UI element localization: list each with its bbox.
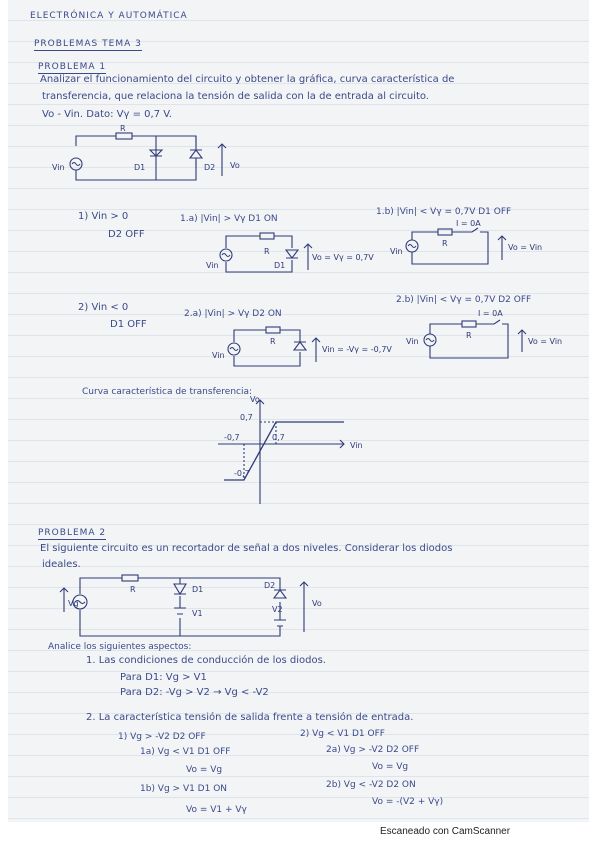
transfer-curve-graph: Vo Vin 0,7 -0,7 -0,7 0,7 [218,395,363,504]
circuit-1-d2-label: D2 [204,163,215,172]
circuit-1a-d1-label: D1 [274,261,285,270]
ac-source-icon [69,157,83,171]
condition-d1: Para D1: Vg > V1 [120,672,207,683]
case-1b-title: 1.b) |Vin| < Vγ = 0,7V D1 OFF [376,207,512,217]
circuit-1-vin-label: Vin [52,163,65,172]
right-case-2a: 2a) Vg > -V2 D2 OFF [326,745,420,755]
circuit-1b-r-label: R [442,239,448,248]
ac-source-icon [72,594,88,610]
case-2-state: D1 OFF [110,319,147,330]
circuit-1b-current-label: I = 0A [456,219,481,228]
resistor-r-icon [115,132,133,140]
case-1-condition: 1) Vin > 0 [78,211,129,222]
circuit-1a-vin-label: Vin [206,261,219,270]
circuit-2-v1-label: V1 [192,609,203,618]
circuit-2-diagram: Vg R D1 V1 D2 V2 Vo [59,574,322,637]
circuit-2-d2-label: D2 [264,581,275,590]
circuit-2-vg-label: Vg [68,599,79,608]
paper-sheet: ELECTRÓNICA Y AUTOMÁTICA PROBLEMAS TEMA … [8,0,589,822]
problem-1-statement-line-3: Vo - Vin. Dato: Vγ = 0,7 V. [42,109,172,120]
graph-tick-x-positive: 0,7 [272,433,285,442]
circuit-2-r-label: R [130,585,136,594]
transfer-curve-label: Curva característica de transferencia: [82,387,253,397]
diode-d1-icon [173,583,187,596]
circuit-1a-r-label: R [264,247,270,256]
case-2b-title: 2.b) |Vin| < Vγ = 0,7V D2 OFF [396,295,532,305]
transfer-curve-line [224,421,344,481]
left-case-1a: 1a) Vg < V1 D1 OFF [140,747,231,757]
left-case-1b-output: Vo = V1 + Vγ [186,805,247,815]
left-case-1: 1) Vg > -V2 D2 OFF [118,732,206,742]
circuit-2b-vo-label: Vo = Vin [528,337,562,346]
circuit-2-v2-label: V2 [272,605,283,614]
right-case-2b-output: Vo = -(V2 + Vγ) [372,797,444,807]
problem-1-statement-line-1: Analizar el funcionamiento del circuito … [40,74,455,85]
problem-2-title: PROBLEMA 2 [38,528,107,540]
circuit-2a-diagram: Vin R Vin = -Vγ = -0,7V [212,326,392,367]
graph-x-axis [218,439,345,449]
circuit-1b-vo-label: Vo = Vin [508,243,542,252]
right-case-2: 2) Vg < V1 D1 OFF [300,729,385,739]
right-case-2b: 2b) Vg < -V2 D2 ON [326,780,416,790]
diode-d2-icon [272,589,288,599]
circuit-2-d1-label: D1 [192,585,203,594]
left-case-1a-output: Vo = Vg [186,765,223,775]
circuit-1a-vo-label: Vo = Vγ = 0,7V [312,253,374,262]
case-2a-title: 2.a) |Vin| > Vγ D2 ON [184,309,282,319]
circuit-2b-r-label: R [466,331,472,340]
circuit-2a-r-label: R [270,337,276,346]
circuit-1-r-label: R [120,124,126,133]
circuit-1-vo-label: Vo [230,161,240,170]
circuit-1-diagram: Vin R D1 D2 Vo [52,124,240,181]
diode-d2-icon [188,149,204,159]
circuit-1b-diagram: I = 0A Vin R Vo = Vin [390,219,542,265]
circuit-2a-vo-label: Vin = -Vγ = -0,7V [322,345,392,354]
case-1a-title: 1.a) |Vin| > Vγ D1 ON [180,214,278,224]
circuit-1b-vin-label: Vin [390,247,403,256]
condition-d2: Para D2: -Vg > V2 → Vg < -V2 [120,687,269,698]
analysis-item-1: 1. Las condiciones de conducción de los … [86,655,326,666]
graph-tick-y-positive: 0,7 [240,413,253,422]
circuit-2-vo-label: Vo [312,599,322,608]
battery-v1-icon [174,607,186,615]
graph-tick-x-negative: -0,7 [224,433,240,442]
graph-tick-y-negative: -0,7 [234,469,250,478]
subject-title: ELECTRÓNICA Y AUTOMÁTICA [30,11,188,21]
circuit-2b-current-label: I = 0A [478,309,503,318]
resistor-r-icon [121,574,139,582]
diode-d1-icon [148,149,164,157]
analysis-item-2: 2. La característica tensión de salida f… [86,712,414,723]
graph-y-axis-label: Vo [250,395,260,404]
case-2-condition: 2) Vin < 0 [78,302,129,313]
circuit-1a-diagram: Vin R D1 Vo = Vγ = 0,7V [206,232,374,273]
circuit-2a-vin-label: Vin [212,351,225,360]
graph-x-axis-label: Vin [350,441,363,450]
battery-v2-icon [274,619,286,627]
set-title: PROBLEMAS TEMA 3 [34,39,142,51]
problem-1-title: PROBLEMA 1 [38,62,107,74]
circuit-1-d1-label: D1 [134,163,145,172]
right-case-2a-output: Vo = Vg [372,762,409,772]
left-case-1b: 1b) Vg > V1 D1 ON [140,784,228,794]
circuit-2b-vin-label: Vin [406,337,419,346]
case-1-state: D2 OFF [108,229,145,240]
circuit-2b-diagram: I = 0A Vin R Vo = Vin [406,309,562,359]
problem-2-statement-line-1: El siguiente circuito es un recortador d… [40,543,453,554]
problem-2-statement-line-2: ideales. [42,559,81,570]
problem-1-statement-line-2: transferencia, que relaciona la tensión … [42,91,429,102]
analysis-intro: Analice los siguientes aspectos: [48,642,192,652]
scanner-watermark: Escaneado con CamScanner [380,826,511,837]
